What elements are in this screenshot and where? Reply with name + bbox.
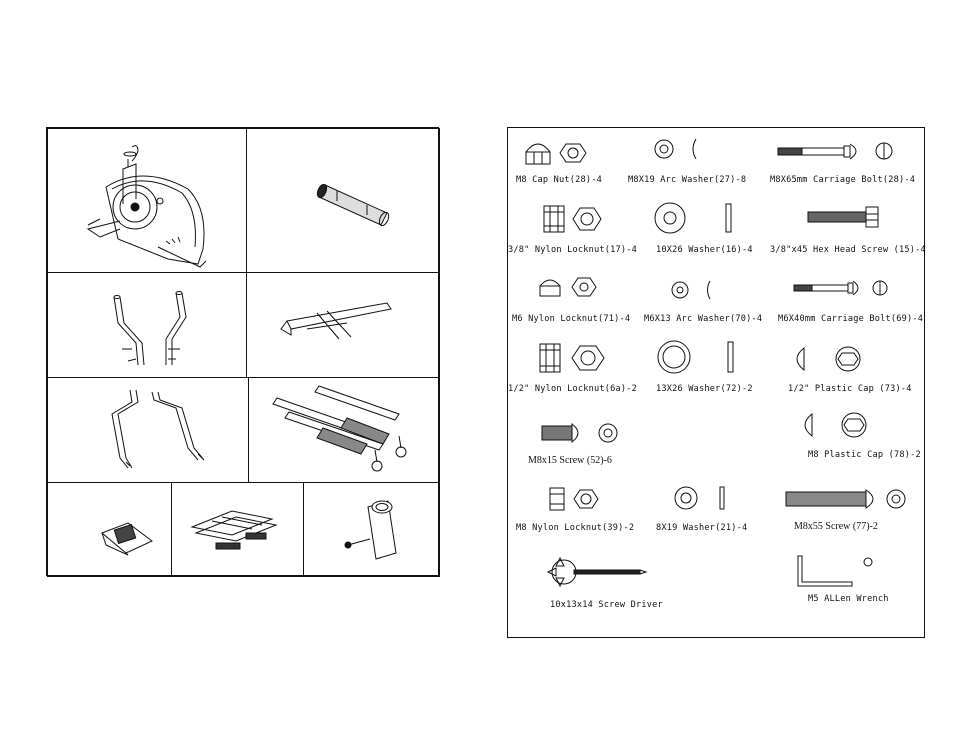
carriage-bolt-icon: [777, 142, 893, 160]
arc-washer-icon: [654, 138, 697, 160]
hardware-label-allen-wrench: M5 ALLen Wrench: [808, 594, 889, 604]
m6-carriage-bolt-icon: [793, 280, 888, 296]
lower-arms-illustration: [111, 389, 205, 469]
stabilizer-cell: [246, 272, 440, 378]
long-screw-icon: [785, 489, 906, 509]
m8-locknut-icon: [549, 487, 599, 511]
hardware-label-hex-head-screw: 3/8"x45 Hex Head Screw (15)-4: [770, 245, 926, 255]
axle-tube-cell: [246, 128, 440, 273]
hardware-label-washer-13x26: 13X26 Washer(72)-2: [656, 384, 753, 394]
hardware-label-m8-cap-nut: M8 Cap Nut(28)-4: [516, 175, 602, 185]
hardware-label-nylon-locknut-1-2: 1/2" Nylon Locknut(6a)-2: [508, 384, 637, 394]
hardware-label-m8x15-screw: M8x15 Screw (52)-6: [528, 455, 612, 466]
pedals-cell: [248, 377, 440, 483]
axle-tube-illustration: [316, 183, 390, 227]
hardware-label-m8x65-carriage-bolt: M8X65mm Carriage Bolt(28)-4: [770, 175, 916, 185]
nylon-locknut-icon: [543, 205, 602, 233]
hardware-label-m6-nylon-locknut: M6 Nylon Locknut(71)-4: [512, 314, 631, 324]
flat-washer-icon: [654, 202, 732, 234]
parts-panel: [46, 127, 440, 577]
seat-bracket-illustration: [101, 522, 153, 556]
screw-driver-icon: [546, 556, 648, 588]
hex-head-screw-icon: [807, 206, 879, 228]
hardware-panel: M8 Cap Nut(28)-4 M8X19 Arc Washer(27)-8 …: [507, 127, 926, 638]
main-frame-illustration: [86, 145, 207, 268]
hardware-label-m8x55-screw: M8x55 Screw (77)-2: [794, 521, 878, 532]
rail-frame-illustration: [190, 510, 278, 550]
hardware-label-washer-8x19: 8X19 Washer(21)-4: [656, 523, 748, 533]
stabilizer-illustration: [280, 302, 392, 340]
m6-arc-washer-icon: [671, 280, 711, 300]
short-screw-icon: [541, 422, 618, 444]
hardware-label-nylon-locknut-3-8: 3/8" Nylon Locknut(17)-4: [508, 245, 637, 255]
main-frame-cell: [47, 128, 247, 273]
hardware-label-washer-10x26: 10X26 Washer(16)-4: [656, 245, 753, 255]
half-inch-locknut-icon: [539, 343, 605, 373]
hardware-label-m6x13-arc-washer: M6X13 Arc Washer(70)-4: [644, 314, 763, 324]
hardware-label-m6x40-carriage-bolt: M6X40mm Carriage Bolt(69)-4: [778, 314, 924, 324]
pedals-illustration: [272, 385, 407, 472]
hardware-label-screw-driver: 10x13x14 Screw Driver: [550, 600, 663, 610]
seat-post-illustration: [344, 500, 397, 560]
lower-arms-cell: [47, 377, 249, 483]
plastic-cap-icon: [796, 346, 861, 372]
seat-post-cell: [303, 482, 440, 577]
hardware-label-m8x19-arc-washer: M8X19 Arc Washer(27)-8: [628, 175, 747, 185]
hardware-label-m8-nylon-locknut: M8 Nylon Locknut(39)-2: [516, 523, 635, 533]
hardware-label-m8-plastic-cap: M8 Plastic Cap (78)-2: [808, 450, 921, 460]
handlebars-illustration: [113, 291, 187, 366]
large-washer-icon: [657, 340, 734, 374]
m8-plastic-cap-icon: [804, 412, 867, 438]
cap-nut-icon: [525, 143, 587, 165]
seat-bracket-cell: [47, 482, 172, 577]
hardware-label-plastic-cap-1-2: 1/2" Plastic Cap (73)-4: [788, 384, 912, 394]
rail-frame-cell: [171, 482, 304, 577]
m6-locknut-icon: [539, 277, 597, 297]
washer-8x19-icon: [674, 486, 725, 510]
allen-wrench-icon: [797, 555, 873, 587]
handlebars-cell: [47, 272, 247, 378]
